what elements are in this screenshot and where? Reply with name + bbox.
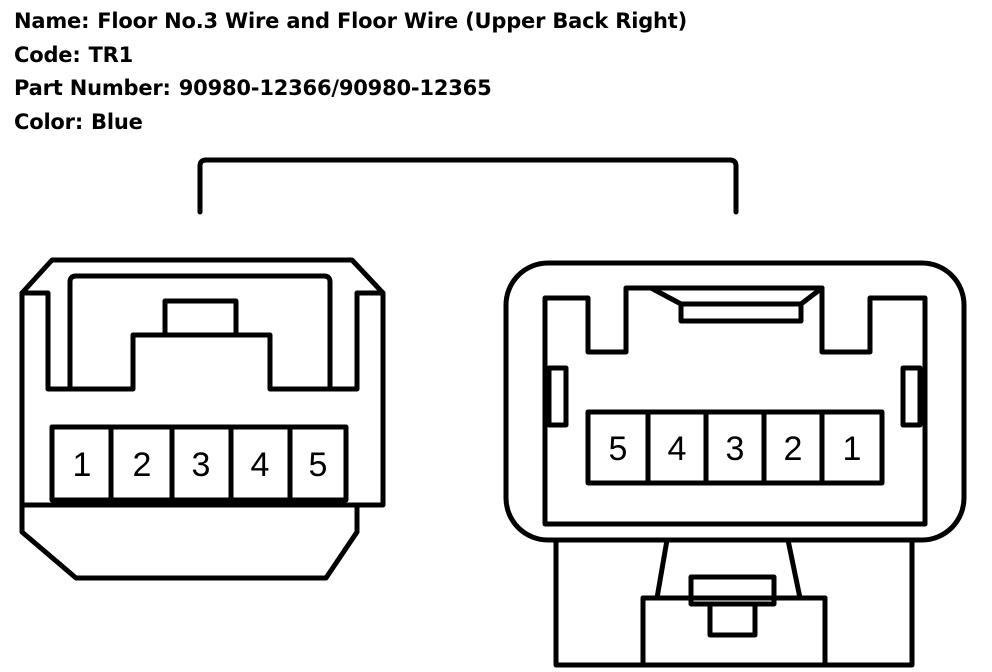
left-pin-label: 1: [73, 446, 92, 484]
part-number-label: Part Number:: [14, 76, 171, 100]
left-connector-body: [19, 257, 386, 581]
right-connector-pins: 5 4 3 2 1: [609, 430, 862, 468]
part-number-value: 90980-12366/90980-12365: [178, 76, 492, 100]
name-value: Floor No.3 Wire and Floor Wire (Upper Ba…: [97, 9, 688, 33]
left-pin-label: 5: [309, 446, 328, 484]
right-pin-label: 5: [609, 430, 628, 468]
code-line: Code: TR1: [14, 43, 133, 67]
left-pin-label: 3: [192, 446, 211, 484]
mating-bracket: [197, 157, 739, 215]
color-label: Color:: [14, 110, 84, 134]
name-label: Name:: [14, 9, 90, 33]
left-pin-label: 2: [133, 446, 152, 484]
right-pin-label: 3: [726, 430, 745, 468]
color-line: Color: Blue: [14, 110, 143, 134]
right-connector-body: [503, 260, 967, 668]
right-pin-label: 4: [668, 430, 687, 468]
color-value: Blue: [91, 110, 143, 134]
part-number-line: Part Number: 90980-12366/90980-12365: [14, 76, 492, 100]
right-pin-label: 2: [784, 430, 803, 468]
name-line: Name: Floor No.3 Wire and Floor Wire (Upp…: [14, 9, 687, 33]
code-label: Code:: [14, 43, 81, 67]
right-pin-label: 1: [843, 430, 862, 468]
left-connector-pins: 1 2 3 4 5: [73, 446, 328, 484]
left-pin-label: 4: [251, 446, 270, 484]
code-value: TR1: [88, 43, 134, 67]
